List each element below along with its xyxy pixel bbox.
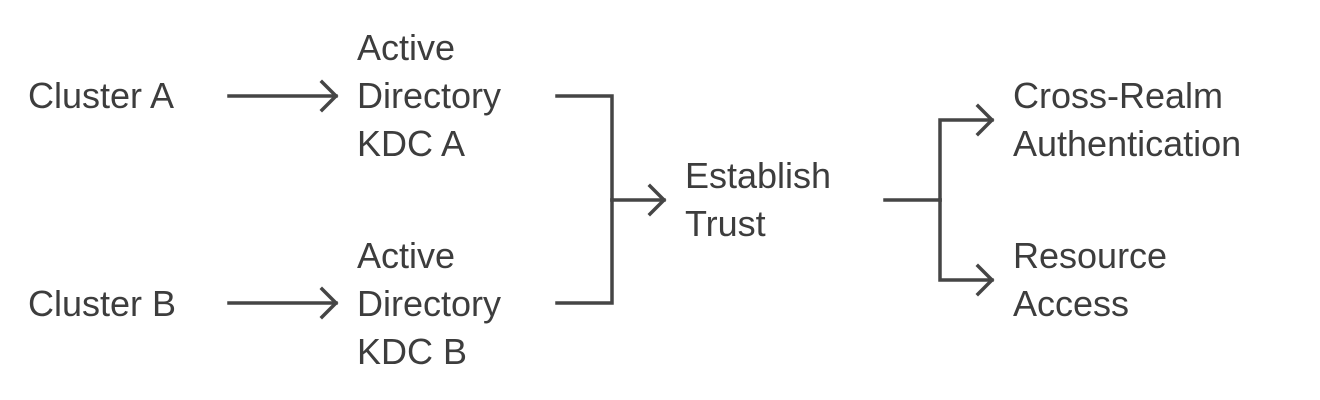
node-label-line: Active [357, 27, 456, 68]
node-label-line: Authentication [1013, 123, 1242, 164]
node-label-line: Cross-Realm [1013, 75, 1224, 116]
edge-trust-to-resource-arrowhead [975, 263, 995, 297]
node-label-line: KDC B [357, 331, 468, 372]
edge-cluster-b-to-kdc-b-arrowhead [319, 286, 339, 320]
node-label-line: Active [357, 235, 456, 276]
node-establish-trust: Establish Trust [685, 152, 831, 248]
edge-trust-to-crossrealm-arrowhead [975, 103, 995, 137]
edge-trust-to-crossrealm [938, 118, 994, 202]
edge-kdc-a-to-trust [555, 94, 614, 202]
node-label-line: Resource [1013, 235, 1168, 276]
node-label-line: Directory [357, 75, 502, 116]
node-cluster-b: Cluster B [28, 280, 176, 328]
edge-cluster-a-to-kdc-a-arrowhead [319, 79, 339, 113]
node-label-line: Trust [685, 203, 766, 244]
node-active-directory-kdc-a: Active Directory KDC A [357, 24, 501, 168]
node-label-line: Cluster B [28, 283, 177, 324]
node-label-line: KDC A [357, 123, 466, 164]
node-label-line: Directory [357, 283, 502, 324]
edge-trust-to-resource [938, 198, 994, 282]
node-cluster-a: Cluster A [28, 72, 174, 120]
edge-kdc-b-to-trust [555, 198, 614, 305]
node-label-line: Cluster A [28, 75, 175, 116]
node-label-line: Establish [685, 155, 832, 196]
node-resource-access: Resource Access [1013, 232, 1167, 328]
node-active-directory-kdc-b: Active Directory KDC B [357, 232, 501, 376]
node-cross-realm-authentication: Cross-Realm Authentication [1013, 72, 1241, 168]
node-label-line: Access [1013, 283, 1130, 324]
edge-merge-to-trust-arrowhead [647, 183, 667, 217]
